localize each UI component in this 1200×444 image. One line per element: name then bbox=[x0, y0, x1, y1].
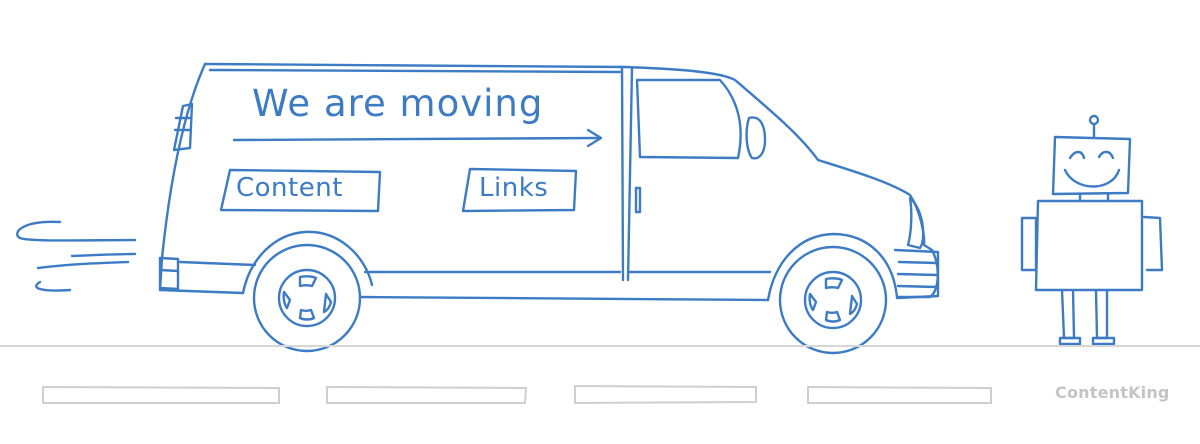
moving-van-icon bbox=[158, 62, 940, 355]
robot-mascot-icon bbox=[1020, 114, 1164, 346]
road-icon bbox=[0, 345, 1200, 405]
brand-logo-text: ContentKing bbox=[1055, 383, 1170, 402]
van-label-content: Content bbox=[236, 173, 343, 203]
van-headline: We are moving bbox=[252, 82, 544, 125]
speed-lines-icon bbox=[16, 220, 137, 292]
van-label-links: Links bbox=[479, 173, 549, 203]
